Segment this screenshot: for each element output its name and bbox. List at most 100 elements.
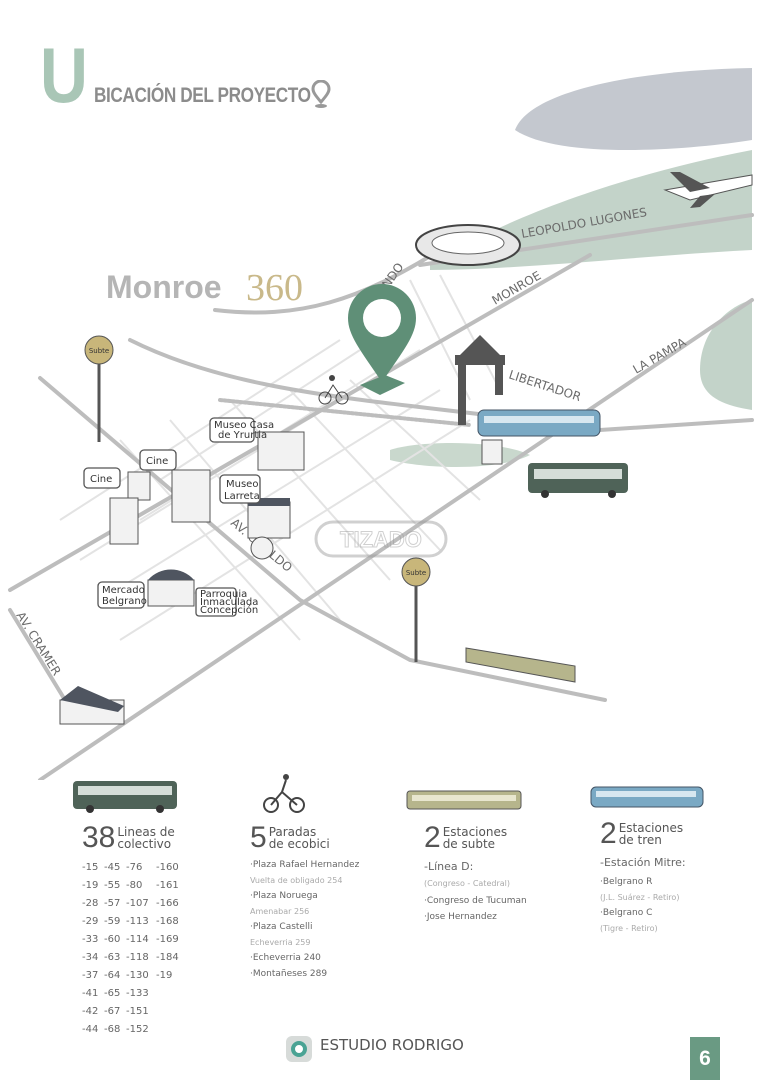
bus-icon — [73, 781, 177, 813]
subte-line-heading: -Línea D: — [424, 860, 474, 873]
bus-lines-label-1: Lineas de — [117, 825, 175, 839]
bus-line-number: -113 — [126, 916, 149, 927]
brand-logo-icon — [286, 1036, 312, 1062]
bus-line-number: -60 — [104, 934, 121, 945]
subte-line-route: (Congreso - Catedral) — [424, 879, 510, 888]
bus-line-number: -59 — [104, 916, 121, 927]
page-title: BICACIÓN DEL PROYECTO — [94, 84, 311, 107]
ecobici-label-1: Paradas — [268, 825, 317, 839]
bus-icon — [528, 463, 628, 498]
page-number: 6 — [690, 1037, 720, 1080]
bus-line-number: -130 — [126, 970, 149, 981]
street-label-libertador: LIBERTADOR — [507, 368, 583, 405]
bus-line-number — [156, 988, 184, 999]
bus-line-number: -166 — [156, 898, 179, 909]
bus-line-number: -57 — [104, 898, 121, 909]
bus-lines-grid: -15-45-76-160-19-55-80-161-28-57-107-166… — [82, 854, 184, 1035]
subte-station: ·Congreso de Tucuman — [424, 896, 527, 906]
tren-station: ·Belgrano C(Tigre - Retiro) — [600, 908, 658, 933]
bus-line-number: -55 — [104, 880, 121, 891]
location-map: UDAONDO LEOPOLDO LUGONES MONROE LIBERTAD… — [8, 68, 754, 780]
watermark-logo: TIZADO — [314, 520, 448, 558]
bus-lines-count: 38 — [82, 821, 116, 854]
label-cine-1: Cine — [83, 467, 121, 489]
svg-text:Mercado: Mercado — [102, 585, 145, 596]
svg-text:de Yrurtia: de Yrurtia — [218, 430, 267, 441]
bus-line-number: -65 — [104, 988, 121, 999]
svg-text:Museo Casa: Museo Casa — [214, 420, 274, 431]
svg-text:Parroquia: Parroquia — [200, 589, 247, 600]
subte-count: 2 — [424, 821, 441, 854]
airplane-icon — [663, 172, 753, 208]
location-pin-icon — [311, 80, 331, 108]
svg-text:Cine: Cine — [146, 456, 168, 467]
ecobici-item: ·Echeverria 240 — [250, 953, 321, 963]
ecobici-label-2: de ecobici — [268, 837, 330, 851]
svg-text:Inmaculada: Inmaculada — [200, 597, 258, 608]
bus-line-number: -45 — [104, 862, 121, 873]
svg-text:Subte: Subte — [89, 347, 109, 355]
subte-label-2: de subte — [442, 837, 496, 851]
subte-train-icon — [406, 790, 522, 810]
svg-text:Concepción: Concepción — [200, 604, 258, 616]
bus-line-number: -33 — [82, 934, 99, 945]
bus-line-number: -114 — [126, 934, 149, 945]
river-area — [515, 68, 752, 150]
bus-line-number — [156, 1024, 184, 1035]
svg-text:Belgrano: Belgrano — [102, 596, 147, 607]
svg-text:Larreta: Larreta — [224, 491, 260, 502]
bus-line-number: -161 — [156, 880, 179, 891]
bus-line-number: -76 — [126, 862, 143, 873]
bus-line-number: -64 — [104, 970, 121, 981]
tren-line-heading: -Estación Mitre: — [600, 856, 686, 869]
mitre-train-icon — [590, 786, 704, 808]
train-mitre-icon — [477, 409, 601, 437]
bicycle-icon — [263, 774, 305, 813]
bus-line-number: -29 — [82, 916, 99, 927]
bus-line-number: -184 — [156, 952, 179, 963]
bus-line-number: -42 — [82, 1006, 99, 1017]
bus-line-number: -133 — [126, 988, 149, 999]
tren-count: 2 — [600, 817, 617, 850]
buildings — [59, 431, 503, 725]
bus-line-number: -68 — [104, 1024, 121, 1035]
subte-sign-2: Subte — [401, 557, 431, 662]
monroe-logo-number: 360 — [246, 267, 303, 309]
bus-line-number: -37 — [82, 970, 99, 981]
ecobici-count: 5 — [250, 821, 267, 854]
bus-line-number: -15 — [82, 862, 99, 873]
park-area-east — [700, 300, 752, 410]
project-location-pin-icon — [348, 284, 416, 395]
bus-line-number: -160 — [156, 862, 179, 873]
footer-brand: ESTUDIO RODRIGO — [320, 1036, 464, 1054]
svg-text:Subte: Subte — [406, 569, 426, 577]
street-label-cramer: AV. CRAMER — [13, 609, 63, 678]
bus-line-number — [156, 1006, 184, 1017]
subte-sign-1: Subte — [84, 335, 114, 442]
bus-line-number: -67 — [104, 1006, 121, 1017]
ecobici-item: ·Montañeses 289 — [250, 969, 328, 979]
bus-line-number: -44 — [82, 1024, 99, 1035]
bus-line-number: -168 — [156, 916, 179, 927]
street-label-la-pampa: LA PAMPA — [631, 335, 690, 377]
bus-line-number: -19 — [82, 880, 99, 891]
bus-line-number: -152 — [126, 1024, 149, 1035]
tren-label-1: Estaciones — [618, 821, 684, 835]
bus-line-number: -118 — [126, 952, 149, 963]
bus-line-number: -34 — [82, 952, 99, 963]
subte-station: ·Jose Hernandez — [424, 912, 497, 922]
bus-line-number: -63 — [104, 952, 121, 963]
bus-line-number: -19 — [156, 970, 173, 981]
label-cine-2: Cine — [139, 449, 177, 471]
svg-text:Cine: Cine — [90, 474, 112, 485]
train-subte-icon — [465, 647, 576, 683]
